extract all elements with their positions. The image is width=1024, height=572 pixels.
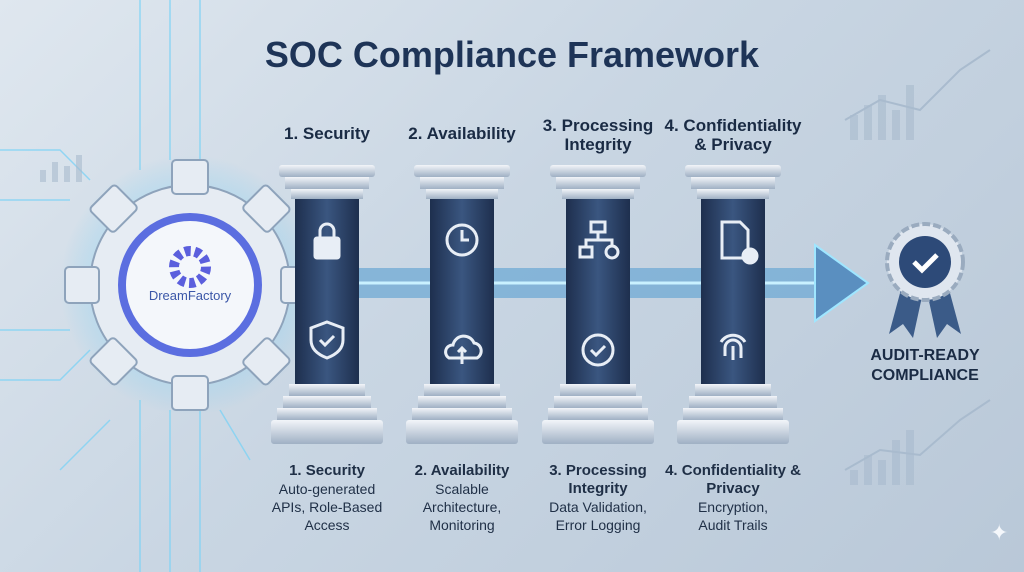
audit-badge-icon (885, 222, 965, 338)
dreamfactory-logo-text: DreamFactory (148, 288, 232, 303)
clock-icon (445, 223, 479, 257)
page-title: SOC Compliance Framework (264, 34, 760, 75)
lock-icon (313, 222, 341, 260)
flowchart-icon (578, 220, 620, 260)
document-check-icon (720, 220, 759, 265)
circuit-lines (0, 0, 251, 572)
pillar-header-confidentiality-privacy: 4. Confidentiality& Privacy (664, 116, 802, 154)
dreamfactory-logo-icon (169, 246, 211, 288)
gear-icon (64, 159, 316, 411)
background-charts (40, 85, 914, 485)
shield-check-icon (309, 320, 345, 360)
pillars (271, 165, 789, 444)
check-circle-icon (581, 333, 615, 367)
cloud-sync-icon (444, 334, 483, 364)
pillar-header-security: 1. Security (284, 124, 370, 143)
sparkle-icon: ✦ (990, 520, 1009, 545)
pillar-header-availability: 2. Availability (408, 124, 516, 143)
fingerprint-icon (719, 333, 747, 360)
